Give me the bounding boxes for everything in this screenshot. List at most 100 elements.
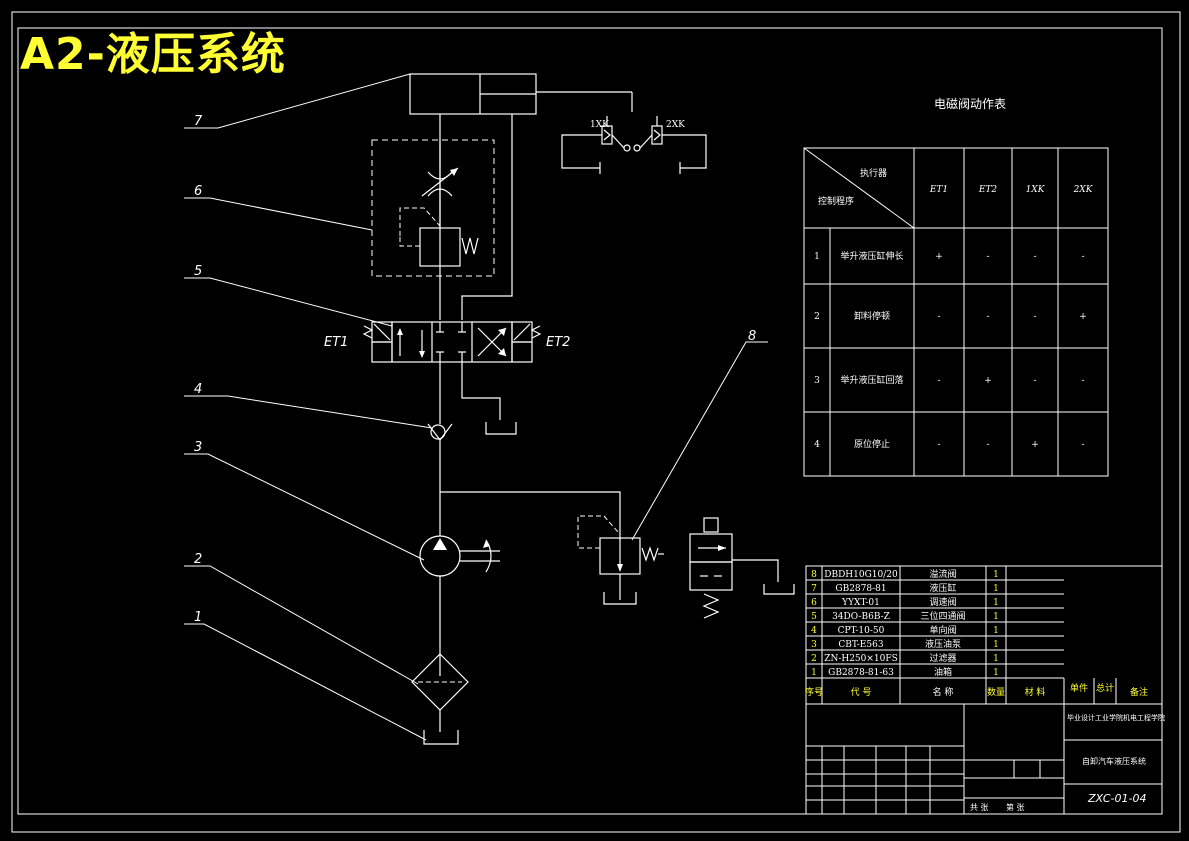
bom-item-number: 2: [811, 654, 817, 664]
callout-2: 2: [194, 552, 202, 567]
action-table-cell: -: [1033, 252, 1036, 262]
valve-return-line: [461, 362, 501, 420]
action-table-frame: [803, 147, 1109, 477]
callout-1: 1: [194, 610, 202, 625]
bom-item-number: 8: [811, 570, 817, 580]
action-table-cell: -: [986, 252, 989, 262]
bom-table: 8 DBDH10G10/20 溢流阀 1 7 GB2878-81 液压缸 1 6 YYXT-01 调…: [805, 565, 1163, 705]
action-table-row-name: 卸料停顿: [854, 310, 890, 322]
bom-item-qty: 1: [993, 598, 999, 608]
bom-item-name: 液压油泵: [925, 638, 961, 650]
solenoid-shutoff-valve: [689, 517, 795, 619]
bom-header-weight: 单件: [1070, 682, 1088, 694]
action-table-corner-bottom: 控制程序: [818, 195, 854, 207]
bom-item-qty: 1: [993, 640, 999, 650]
drawing-title: A2-液压系统: [20, 29, 286, 80]
bom-item-qty: 1: [993, 584, 999, 594]
bom-item-number: 5: [811, 612, 817, 622]
action-table-cell: -: [937, 376, 940, 386]
bom-item-code: ZN-H250×10FS: [824, 654, 898, 664]
return-line: [461, 114, 513, 320]
callout-8: 8: [748, 329, 756, 344]
solenoid-et2-label: ET2: [546, 335, 570, 350]
action-table-cell: -: [986, 440, 989, 450]
bom-item-name: 液压缸: [929, 582, 956, 594]
action-table-cell: +: [1079, 312, 1087, 322]
title-block: 毕业设计工业学院机电工程学院 自卸汽车液压系统 ZXC-01-04 共 张 第 …: [805, 703, 1165, 815]
action-table-cell: +: [984, 376, 992, 386]
bom-item-name: 溢流阀: [929, 568, 956, 580]
action-table-title: 电磁阀动作表: [934, 96, 1006, 111]
solenoid-et1-label: ET1: [324, 335, 348, 350]
bom-item-code: YYXT-01: [841, 598, 880, 608]
action-table-diagonal: [803, 147, 915, 229]
callout-6: 6: [194, 184, 202, 199]
action-table-cell: -: [1081, 252, 1084, 262]
oil-tank: [423, 730, 459, 745]
bom-header-code: 代 号: [851, 687, 872, 698]
bom-header-name: 名 称: [933, 686, 954, 698]
callout-leaders: [184, 73, 768, 741]
sheet-number: 第 张: [1006, 802, 1025, 812]
bom-item-number: 3: [811, 640, 817, 650]
directional-valve: ET1 ET2: [324, 321, 570, 363]
bom-item-name: 单向阀: [929, 624, 956, 636]
bom-item-name: 过滤器: [929, 652, 956, 664]
bom-item-qty: 1: [993, 570, 999, 580]
callout-4: 4: [194, 382, 202, 397]
action-table-row-number: 1: [814, 252, 820, 262]
school-name: 毕业设计工业学院机电工程学院: [1067, 713, 1165, 722]
bom-item-name: 调速阀: [929, 597, 956, 608]
relief-valve-line: [440, 491, 621, 540]
flow-control-valve: [371, 139, 495, 277]
drawing-inner-border: [17, 27, 1163, 815]
bom-item-code: DBDH10G10/20: [824, 570, 898, 580]
action-table-cell: -: [986, 312, 989, 322]
bom-item-code: CPT-10-50: [838, 626, 885, 636]
check-valve: [427, 423, 453, 441]
drawing-number: ZXC-01-04: [1087, 792, 1147, 805]
bom-item-code: GB2878-81: [835, 584, 886, 594]
hydraulic-pump: [419, 535, 500, 676]
action-table-cell: +: [935, 252, 943, 262]
action-table-row-name: 举升液压缸伸长: [840, 250, 903, 262]
action-table-row-number: 2: [814, 312, 820, 322]
action-table-column-header: ET1: [929, 185, 948, 195]
limit-switch-2-label: 2XK: [666, 120, 685, 130]
action-table-cell: -: [1033, 376, 1036, 386]
action-table-corner-top: 执行器: [860, 167, 887, 179]
action-table-cell: -: [937, 312, 940, 322]
bom-item-name: 三位四通阀: [920, 610, 965, 622]
bom-item-number: 4: [811, 626, 817, 636]
action-table-cell: +: [1031, 440, 1039, 450]
action-table-cell: -: [937, 440, 940, 450]
action-table-row-number: 3: [814, 376, 820, 386]
hydraulic-cylinder: [409, 73, 633, 115]
tank-symbol-valve: [485, 422, 517, 435]
bom-item-number: 7: [811, 584, 817, 594]
action-table-cell: -: [1081, 376, 1084, 386]
bom-item-qty: 1: [993, 654, 999, 664]
drawing-name: 自卸汽车液压系统: [1082, 756, 1146, 766]
bom-item-code: CBT-E563: [838, 640, 883, 650]
limit-switch-1-label: 1XK: [590, 120, 609, 130]
bom-item-number: 1: [811, 668, 817, 678]
filter: [411, 653, 469, 732]
limit-switch-circuit: 1XK 2XK: [561, 116, 707, 174]
bom-header-qty: 数量: [987, 686, 1005, 698]
action-table-cell: -: [1033, 312, 1036, 322]
bom-header-no: 序号: [805, 686, 823, 698]
bom-item-name: 油箱: [934, 666, 952, 678]
bom-item-code: GB2878-81-63: [828, 668, 894, 678]
bom-header-remark: 备注: [1130, 686, 1148, 698]
bom-item-number: 6: [811, 598, 817, 608]
action-table-row-name: 举升液压缸回落: [840, 374, 903, 386]
action-table-row-number: 4: [814, 440, 820, 450]
action-table-row-name: 原位停止: [854, 438, 890, 450]
action-table-column-header: 2XK: [1073, 185, 1094, 195]
bom-item-code: 34DO-B6B-Z: [832, 612, 890, 622]
bom-header-material: 材 料: [1025, 686, 1046, 698]
callout-7: 7: [194, 114, 203, 129]
